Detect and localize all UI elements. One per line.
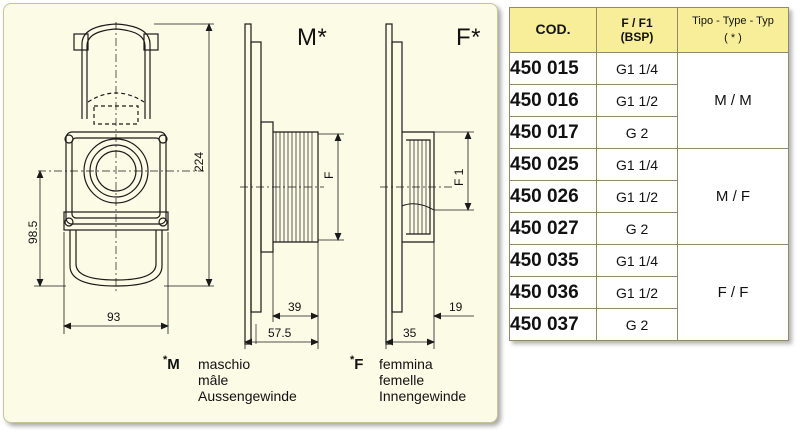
technical-drawing-panel: M* F* 224 98.5 93 F 39 57.5 F 1 19 35 *M… — [3, 3, 498, 423]
header-code: COD. — [509, 7, 597, 53]
dim-height-lower: 98.5 — [26, 220, 40, 244]
table-row: 450 027 G 2 — [509, 212, 789, 245]
dim-m-total-length: 57.5 — [268, 326, 292, 340]
code-cell: 450 026 — [509, 180, 597, 213]
table-row: 450 025 G1 1/4 M / F — [509, 148, 789, 245]
side-view-f — [380, 23, 452, 345]
side-view-m — [240, 23, 324, 345]
dim-height-total: 224 — [192, 151, 206, 172]
legend-text-f: femmina femelle Innengewinde — [379, 356, 467, 404]
size-cell: G1 1/4 — [596, 244, 678, 277]
code-cell: 450 017 — [509, 116, 597, 149]
size-cell: G 2 — [596, 116, 678, 149]
table-row: 450 026 G1 1/2 — [509, 180, 789, 213]
table-row: 450 036 G1 1/2 — [509, 276, 789, 309]
dim-f-total-length: 35 — [403, 326, 417, 340]
dim-m-thread-label: F — [322, 171, 336, 179]
table-row: 450 037 G 2 — [509, 308, 789, 341]
type-group-mf: M / F — [677, 148, 789, 245]
code-cell: 450 016 — [509, 84, 597, 117]
table-row: 450 015 G1 1/4 M / M — [509, 52, 789, 149]
code-cell: 450 036 — [509, 276, 597, 309]
table-row: 450 016 G1 1/2 — [509, 84, 789, 117]
table-row: 450 017 G 2 — [509, 116, 789, 149]
header-type: Tipo - Type - Typ ( * ) — [677, 7, 789, 53]
view-title-f: F* — [456, 24, 481, 51]
dim-f-thread-label: F 1 — [452, 168, 466, 186]
code-cell: 450 027 — [509, 212, 597, 245]
legend-text-m: maschio mâle Aussengewinde — [198, 356, 297, 404]
type-group-ff: F / F — [677, 244, 789, 341]
valve-drawing — [34, 22, 474, 349]
code-cell: 450 035 — [509, 244, 597, 277]
header-thread: F / F1 (BSP) — [596, 7, 678, 53]
size-cell: G 2 — [596, 212, 678, 245]
legend-key-f: *F — [350, 354, 364, 373]
table-row: 450 035 G1 1/4 F / F — [509, 244, 789, 341]
legend-key-m: *M — [163, 354, 180, 373]
size-cell: G1 1/4 — [596, 148, 678, 181]
size-cell: G1 1/4 — [596, 52, 678, 85]
front-view — [38, 22, 204, 294]
table-header-row: COD. F / F1 (BSP) Tipo - Type - Typ ( * … — [509, 7, 789, 53]
size-cell: G1 1/2 — [596, 84, 678, 117]
product-code-table: COD. F / F1 (BSP) Tipo - Type - Typ ( * … — [509, 7, 789, 341]
dim-f-thread-length: 19 — [449, 300, 463, 314]
code-cell: 450 037 — [509, 308, 597, 341]
code-cell: 450 015 — [509, 52, 597, 85]
type-group-mm: M / M — [677, 52, 789, 149]
size-cell: G 2 — [596, 308, 678, 341]
dim-m-thread-length: 39 — [288, 300, 302, 314]
code-cell: 450 025 — [509, 148, 597, 181]
dim-width-body: 93 — [107, 310, 121, 324]
front-dimension-lines — [34, 22, 214, 334]
view-title-m: M* — [297, 24, 328, 51]
f-dimension-lines — [384, 130, 474, 349]
size-cell: G1 1/2 — [596, 180, 678, 213]
m-dimension-lines — [243, 132, 344, 349]
size-cell: G1 1/2 — [596, 276, 678, 309]
